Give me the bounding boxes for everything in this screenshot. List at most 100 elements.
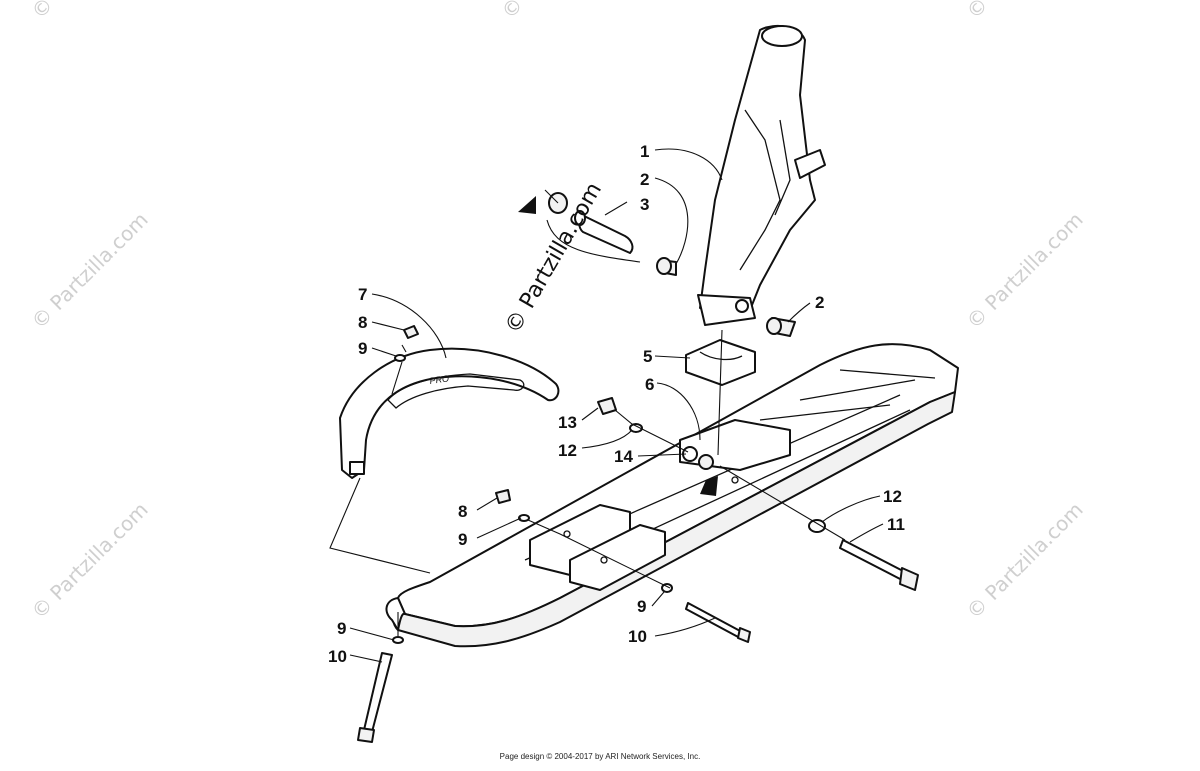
leader-line — [654, 617, 716, 637]
ski-bolt-hole — [731, 476, 739, 484]
callout-8: 8 — [358, 313, 367, 332]
washer-icon — [392, 636, 404, 644]
washer-icon — [394, 354, 406, 362]
ski-rib — [839, 369, 936, 379]
leader-line — [581, 429, 633, 449]
watermark: © Partzilla.com — [962, 207, 1088, 333]
bushing-icon — [698, 454, 714, 470]
ski-saddle-front-2 — [569, 524, 666, 591]
callout-2: 2 — [815, 293, 824, 312]
bushing-mid-face — [656, 257, 672, 275]
leader-line — [656, 382, 701, 441]
spindle-inner-web — [739, 109, 791, 271]
spacer-tube-end — [574, 210, 586, 226]
assembly-line — [544, 189, 559, 204]
callout-12: 12 — [883, 487, 902, 506]
leader-line — [349, 627, 395, 641]
ski-top-surface — [397, 343, 959, 628]
callout-11: 11 — [887, 515, 905, 534]
washer-icon — [808, 519, 826, 533]
spindle-steering-tab — [794, 149, 826, 179]
callout-12: 12 — [558, 441, 577, 460]
callout-1: 1 — [640, 142, 649, 161]
spindle — [697, 24, 826, 326]
leader-line — [651, 591, 665, 607]
assembly-line — [527, 519, 671, 589]
callout-9: 9 — [337, 619, 346, 638]
washer-icon — [661, 583, 673, 593]
assembly-line — [401, 344, 407, 353]
leader-line — [476, 517, 522, 539]
assembly-line — [614, 409, 689, 453]
leader-line — [654, 177, 689, 265]
leader-lines — [349, 148, 884, 663]
callout-labels: 1 2 3 2 5 6 7 8 9 13 12 14 8 9 9 10 12 1… — [328, 142, 905, 666]
bolt-shank — [839, 539, 906, 581]
callout-8: 8 — [458, 502, 467, 521]
ski-loop: PRO — [329, 347, 560, 574]
bolt-shank — [363, 652, 393, 733]
page-footer: Page design © 2004-2017 by ARI Network S… — [499, 752, 701, 761]
washer-icon — [629, 423, 643, 433]
leader-line — [371, 321, 405, 331]
reference-arrow-icon — [700, 476, 718, 496]
callout-2: 2 — [640, 170, 649, 189]
assembly-line — [719, 465, 846, 541]
upper-axle-hardware — [544, 189, 796, 337]
callout-9: 9 — [358, 339, 367, 358]
ski-rib — [759, 404, 891, 421]
watermark: © Partzilla.com — [27, 207, 153, 333]
leader-line — [654, 148, 723, 181]
small-hardware — [357, 325, 919, 743]
callout-10: 10 — [328, 647, 347, 666]
leader-line — [849, 523, 884, 543]
spindle-top-bore — [761, 25, 803, 47]
assembly-line — [391, 361, 403, 395]
callout-10: 10 — [628, 627, 647, 646]
ski-loop-logo: PRO — [429, 373, 450, 386]
ski-bolt-hole — [600, 556, 608, 564]
callout-5: 5 — [643, 347, 652, 366]
washer-icon — [518, 514, 530, 522]
assembly-line — [546, 219, 641, 263]
bushing-right-face — [766, 317, 782, 335]
ski — [385, 343, 959, 648]
watermark: © Partzilla.com — [27, 0, 153, 24]
nut-icon — [403, 325, 419, 339]
watermark: © Partzilla.com — [27, 497, 153, 623]
assembly-line — [717, 329, 723, 456]
watermark: © Partzilla.com — [497, 0, 623, 24]
bolt-head — [737, 627, 751, 643]
callout-7: 7 — [358, 285, 367, 304]
callout-3: 3 — [640, 195, 649, 214]
callout-9: 9 — [458, 530, 467, 549]
spindle-pivot-boss — [735, 299, 749, 313]
callout-14: 14 — [614, 447, 633, 466]
leader-line — [371, 293, 447, 359]
leader-line — [637, 453, 687, 457]
leader-line — [371, 347, 397, 357]
reference-arrow-icon — [518, 196, 536, 214]
leader-line — [654, 355, 691, 359]
callout-9: 9 — [637, 597, 646, 616]
leader-line — [476, 497, 498, 511]
ski-loop-body — [339, 347, 560, 479]
leader-line — [349, 654, 383, 663]
bolt-shank — [685, 602, 743, 639]
leader-line — [581, 407, 599, 421]
ski-rib — [799, 379, 916, 401]
ski-loop-clip — [349, 461, 365, 475]
nut-icon — [495, 489, 511, 504]
ski-loop-inner-slot — [387, 373, 525, 409]
leader-line — [604, 201, 628, 216]
leader-line — [821, 495, 881, 523]
bolt-head — [899, 567, 919, 591]
assembly-line — [329, 477, 431, 574]
callout-6: 6 — [645, 375, 654, 394]
bolt-head — [357, 727, 375, 743]
watermark: © Partzilla.com — [962, 0, 1088, 24]
nut-icon — [597, 397, 617, 415]
callout-13: 13 — [558, 413, 577, 432]
